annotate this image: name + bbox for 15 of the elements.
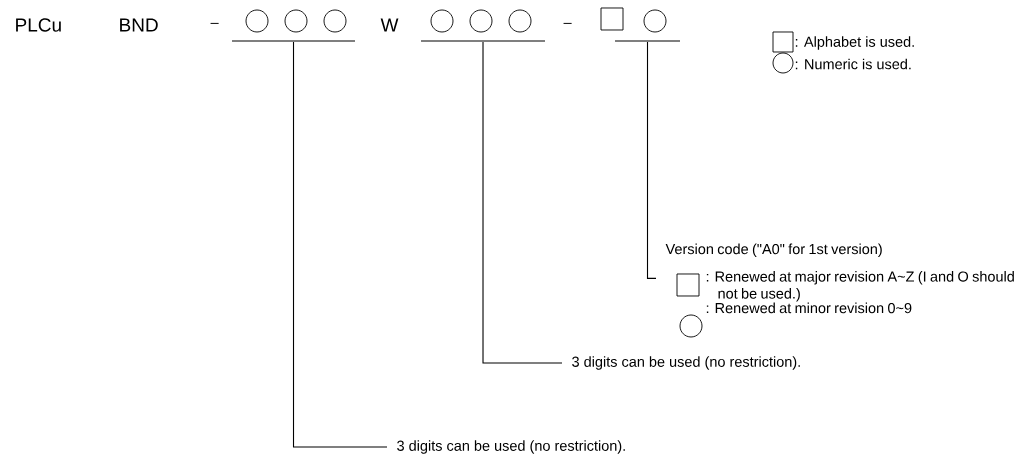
code-text: W xyxy=(380,18,399,32)
leader-line xyxy=(292,41,388,448)
description-text: 3 digits can be used (no restriction). xyxy=(572,356,800,370)
leader-line xyxy=(646,41,657,279)
version-group xyxy=(600,7,681,42)
legend-text: : Alphabet is used. xyxy=(795,36,914,50)
code-text: BND xyxy=(120,18,158,32)
digit-group xyxy=(420,9,546,42)
description-text: 3 digits can be used (no restriction). xyxy=(397,440,625,454)
description-text: Version code ("A0" for 1st version) : Renewed at major revision A~Z (I and O should not be used.) : Renewed at minor revision 0~9 xyxy=(665,243,1014,314)
legend-text: : Numeric is used. xyxy=(795,58,911,70)
code-text: PLCu xyxy=(16,18,61,32)
digit-group xyxy=(231,9,356,42)
leader-line xyxy=(482,41,563,364)
code-text: – xyxy=(563,22,572,24)
